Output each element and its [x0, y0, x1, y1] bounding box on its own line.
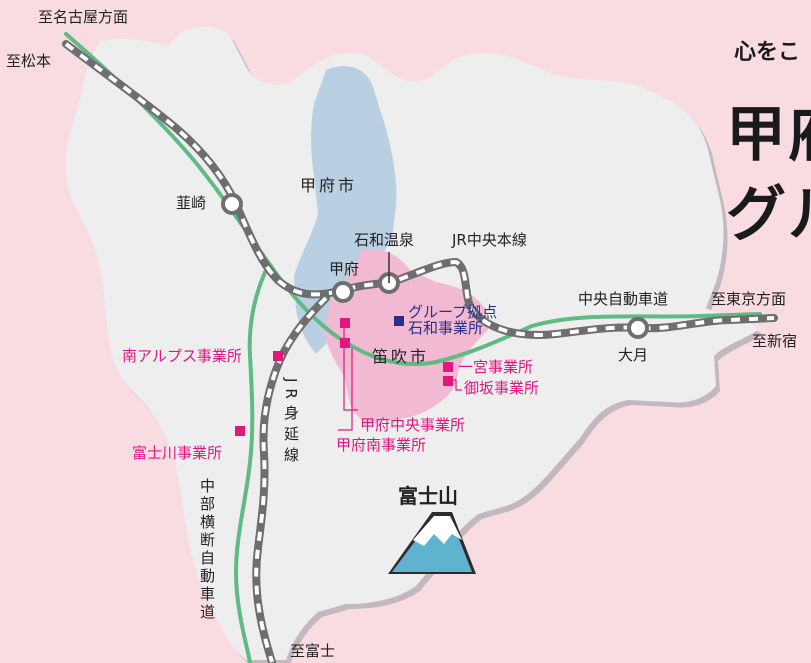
title-line-2: グル [726, 180, 811, 250]
jr-minobu-line-label: JR身延線 [282, 378, 300, 468]
tagline: 心をこ [734, 40, 801, 65]
station-nirasaki [221, 193, 243, 215]
office-kofu-minami-label: 甲府南事業所 [336, 436, 427, 454]
group-base-line1: グループ拠点 [408, 303, 498, 321]
chubu-odan-expressway-path [233, 264, 270, 663]
office-marker-ichinomiya [443, 362, 453, 372]
office-misaka-label: 御坂事業所 [464, 379, 540, 397]
direction-shinjuku: 至新宿 [752, 332, 798, 350]
mt-fuji-icon [388, 512, 476, 574]
office-ichinomiya-label: 一宮事業所 [458, 358, 534, 376]
office-marker-minami-alps [273, 351, 283, 361]
office-kofu-chuo-label: 甲府中央事業所 [360, 416, 466, 434]
station-otsuki [627, 317, 649, 339]
misaka-leader [452, 379, 462, 391]
station-otsuki-label: 大月 [618, 346, 649, 364]
office-marker-kofu-minami [340, 338, 350, 348]
office-minami-alps-label: 南アルプス事業所 [122, 347, 242, 365]
kofu-minami-leader [338, 348, 353, 431]
direction-fuji: 至富士 [290, 642, 336, 660]
direction-matsumoto: 至松本 [6, 52, 52, 70]
title-line-1: 甲府 [726, 100, 811, 170]
group-base-line2: 石和事業所 [408, 318, 484, 337]
station-kofu-label: 甲府 [329, 260, 360, 278]
station-isawa-onsen-label: 石和温泉 [354, 231, 415, 249]
group-base-label: グループ拠点 石和事業所 [408, 303, 498, 337]
jr-chuo-line-dash [64, 42, 775, 337]
station-nirasaki-label: 韮崎 [176, 194, 207, 212]
kofu-chuo-leader [343, 323, 358, 411]
direction-tokyo: 至東京方面 [711, 290, 787, 308]
direction-nagoya: 至名古屋方面 [38, 8, 129, 26]
mt-fuji-label: 富士山 [398, 484, 458, 508]
chuo-expressway-label: 中央自動車道 [578, 290, 669, 308]
kofu-city-area [294, 66, 397, 354]
jr-minobu-line-path [252, 294, 330, 663]
office-marker-kofu-chuo [340, 318, 350, 328]
office-marker-misaka [443, 376, 453, 386]
chubu-odan-expressway-label: 中部横断自動車道 [198, 478, 216, 622]
city-kofu-label: 甲府市 [300, 176, 358, 195]
jr-chuo-line-label: JR中央本線 [452, 231, 527, 249]
group-base-marker [394, 316, 404, 326]
city-fuefuki-label: 笛吹市 [372, 347, 430, 366]
office-fujikawa-label: 富士川事業所 [132, 444, 223, 462]
office-marker-fujikawa [235, 426, 245, 436]
station-kofu [332, 281, 354, 303]
